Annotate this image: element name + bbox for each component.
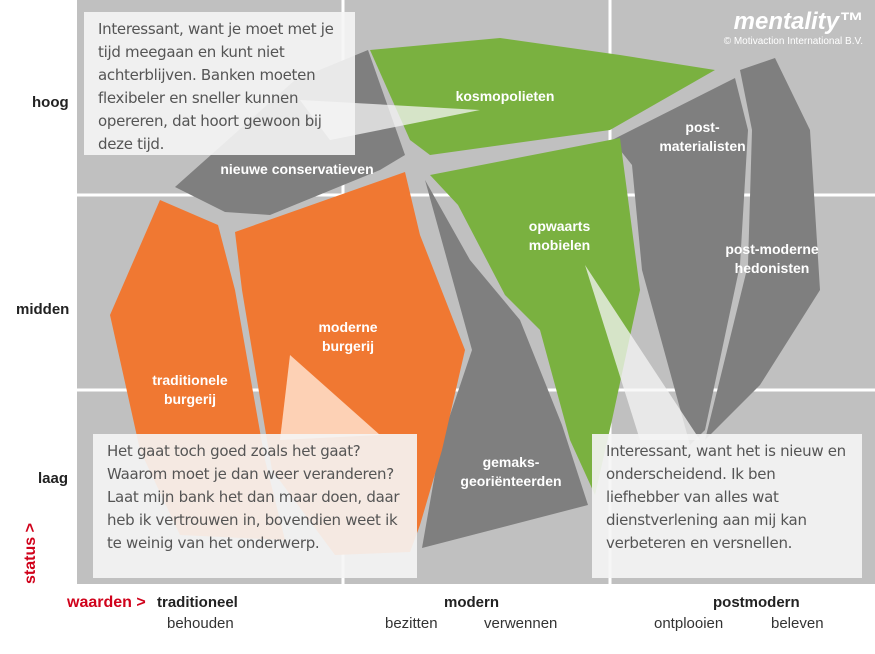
status-laag: laag: [38, 470, 69, 487]
status-hoog: hoog: [32, 94, 69, 111]
quote-callout-moderne-burgerij: Het gaat toch goed zoals het gaat? Waaro…: [93, 434, 417, 578]
label-opwaarts-mobielen: opwaarts mobielen: [528, 218, 591, 253]
label-traditionele-burgerij: traditionele burgerij: [152, 372, 228, 407]
brand-name: mentality™: [733, 8, 863, 35]
status-axis-label: status >: [22, 523, 39, 584]
values-beleven: beleven: [771, 615, 824, 632]
quote-callout-kosmopolieten: Interessant, want je moet met je tijd me…: [84, 12, 355, 155]
values-traditioneel: traditioneel: [157, 594, 238, 611]
segment-kosmopolieten[interactable]: [370, 38, 715, 155]
label-post-materialisten: post-materialisten: [659, 119, 746, 154]
label-kosmopolieten: kosmopolieten: [455, 88, 555, 104]
label-nieuwe-conservatieven: nieuwe conservatieven: [220, 161, 374, 177]
callout-pointer: [280, 355, 380, 440]
values-modern: modern: [444, 594, 500, 611]
label-moderne-burgerij: moderne burgerij: [318, 319, 378, 354]
status-midden: midden: [16, 301, 70, 318]
copyright: © Motivaction International B.V.: [723, 36, 863, 47]
values-axis-label: waarden >: [67, 594, 146, 611]
values-postmodern: postmodern: [713, 594, 800, 611]
callout-pointer: [585, 265, 700, 440]
mentality-logo: mentality™ © Motivaction International B…: [724, 8, 863, 47]
segment-opwaarts-mobielen[interactable]: [430, 138, 640, 495]
values-behouden: behouden: [167, 615, 234, 632]
segment-post-moderne-hedonisten[interactable]: [705, 58, 820, 440]
values-bezitten: bezitten: [385, 615, 438, 632]
values-verwennen: verwennen: [484, 615, 558, 632]
segment-post-materialisten[interactable]: [612, 78, 748, 445]
values-ontplooien: ontplooien: [654, 615, 724, 632]
label-post-moderne-hedonisten: post-moderne hedonisten: [725, 241, 819, 276]
label-gemaksgeorienteerden: gemaks-georiënteerden: [460, 454, 562, 489]
quote-callout-opwaarts-mobielen: Interessant, want het is nieuw en onders…: [592, 434, 862, 578]
segment-gemaksgeorienteerden[interactable]: [422, 180, 588, 548]
